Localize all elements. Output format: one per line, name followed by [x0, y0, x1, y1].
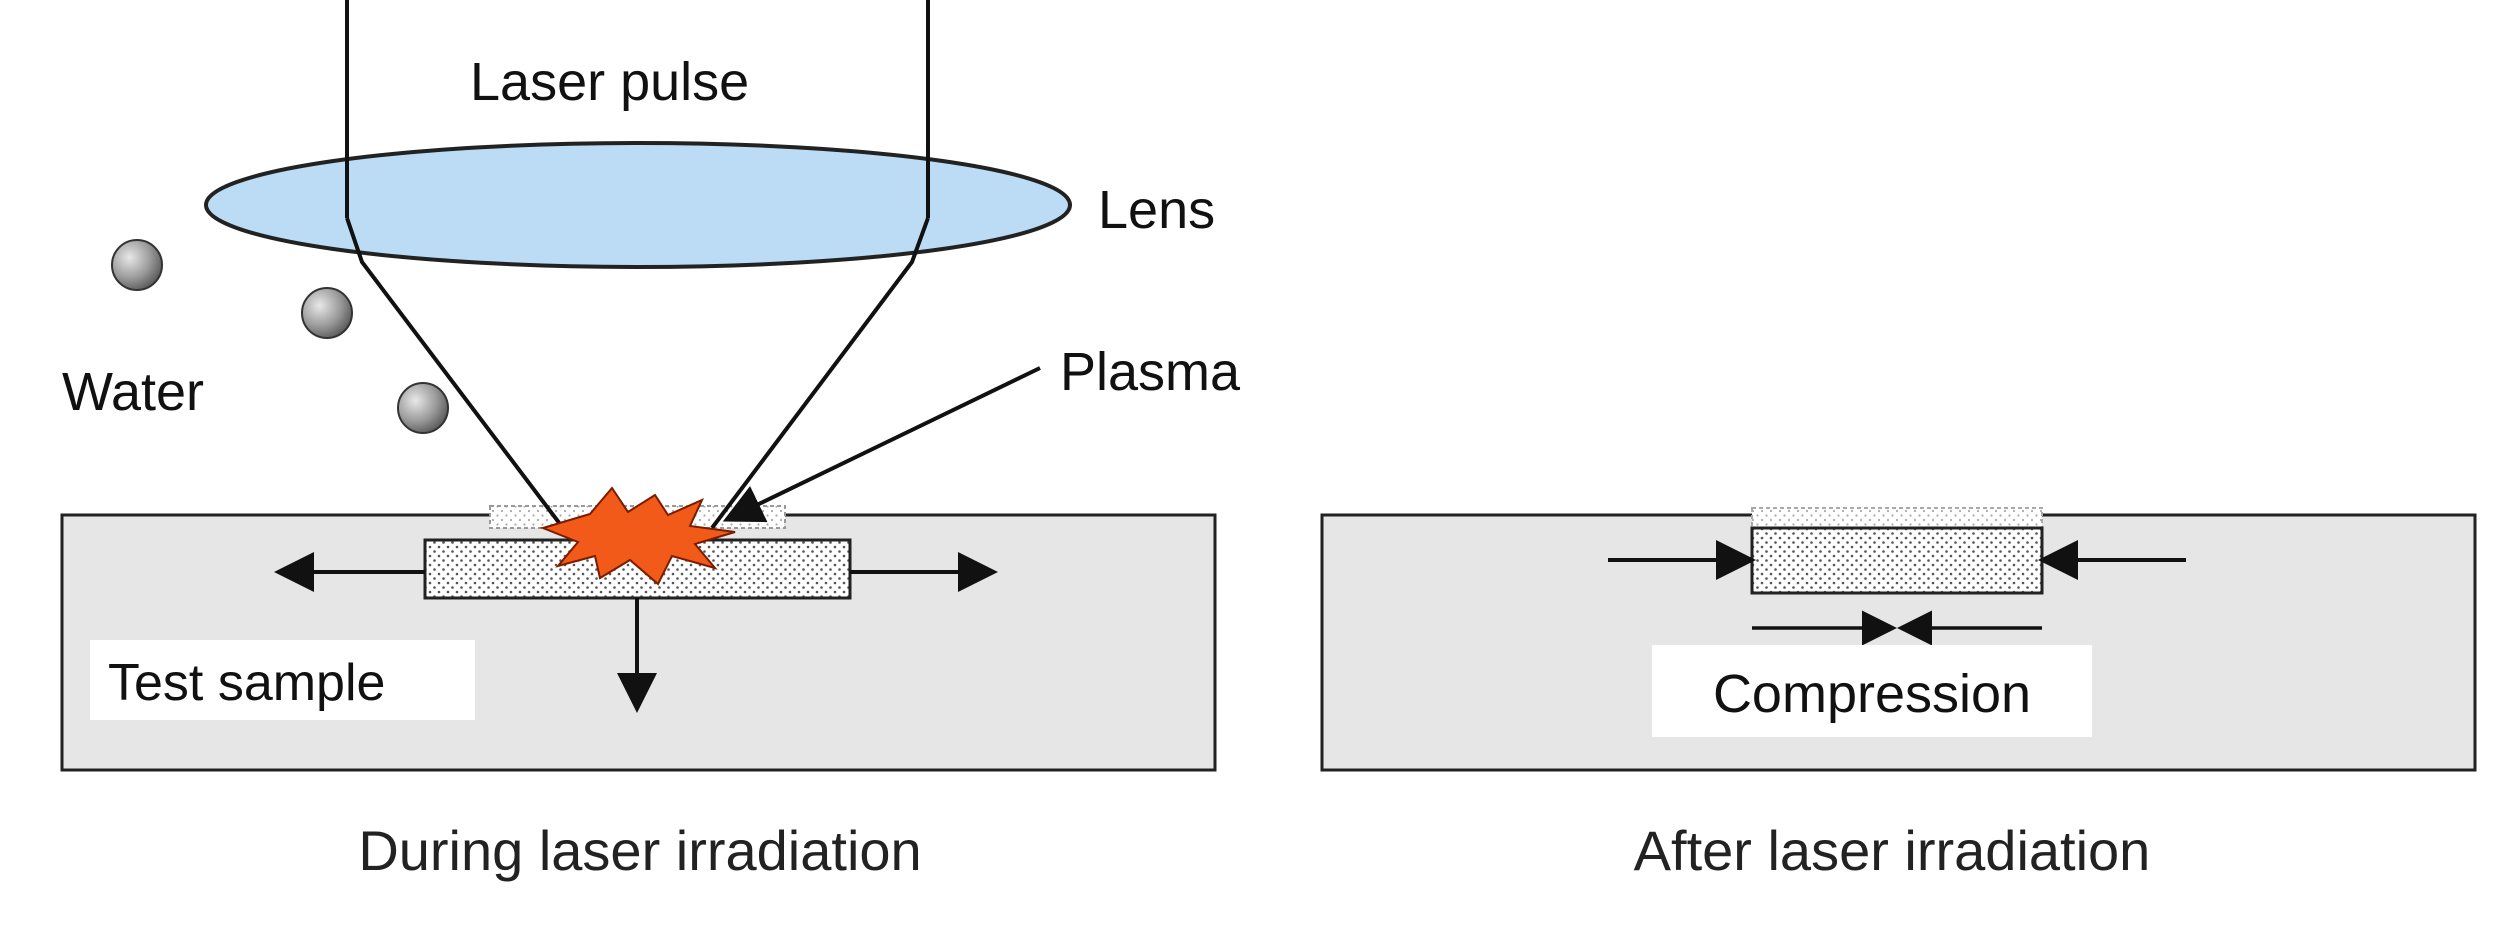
- converging-beam-left: [345, 217, 565, 530]
- lens-label: Lens: [1098, 180, 1215, 240]
- test-sample-label: Test sample: [108, 654, 385, 712]
- caption-during: During laser irradiation: [358, 819, 921, 882]
- test-sample-label-box: [90, 640, 475, 720]
- right-dotted-insert: [1750, 526, 2044, 595]
- right-surface-layer: [1751, 507, 2043, 529]
- water-droplet: [397, 382, 449, 434]
- plasma-burst: [539, 486, 736, 586]
- caption-after: After laser irradiation: [1634, 819, 2151, 882]
- water-label: Water: [62, 362, 204, 422]
- lens: [204, 141, 1072, 269]
- plasma-pointer-arrow: [722, 366, 1041, 523]
- plasma-label: Plasma: [1060, 342, 1241, 402]
- compression-label: Compression: [1713, 664, 2031, 724]
- water-droplet: [301, 287, 353, 339]
- water-droplet: [111, 239, 163, 291]
- converging-beam-right: [710, 217, 930, 530]
- compression-label-box: [1652, 645, 2092, 737]
- laser-pulse-label: Laser pulse: [470, 52, 749, 112]
